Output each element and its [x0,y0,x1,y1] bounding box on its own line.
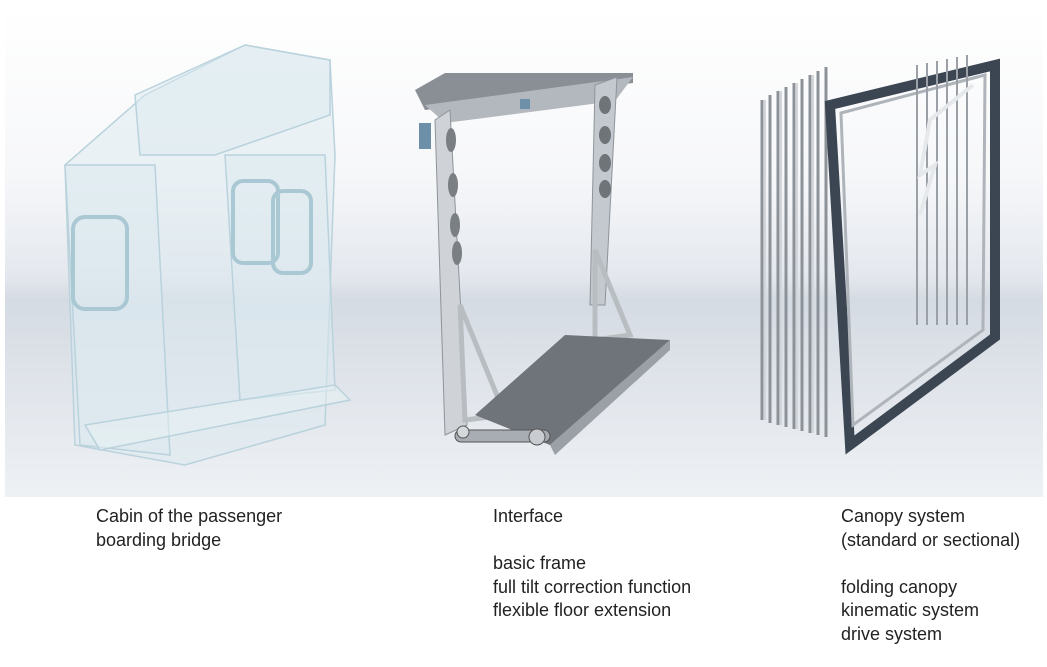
caption-item: folding canopy [841,576,958,597]
illustration-stage [5,5,1043,497]
caption-item: kinematic system [841,600,980,620]
caption-title-line: Canopy system [841,506,966,526]
canopy-illustration [760,55,1000,455]
caption-item: drive system [841,623,943,644]
caption-title-line: (standard or sectional) [841,529,1021,550]
caption-title-line: boarding bridge [96,529,222,550]
caption-item: flexible floor extension [493,600,672,620]
caption-canopy: Canopy system (standard or sectional) fo… [841,505,1020,646]
caption-title-line: Cabin of the passenger [96,506,283,526]
caption-title-line: Interface [493,506,564,526]
caption-cabin: Cabin of the passenger boarding bridge [96,505,282,552]
caption-item: basic frame [493,553,587,573]
caption-item: full tilt correction function [493,576,692,597]
cabin-illustration [64,44,352,466]
interface-illustration [415,73,670,455]
caption-interface: Interface basic frame full tilt correcti… [493,505,691,623]
